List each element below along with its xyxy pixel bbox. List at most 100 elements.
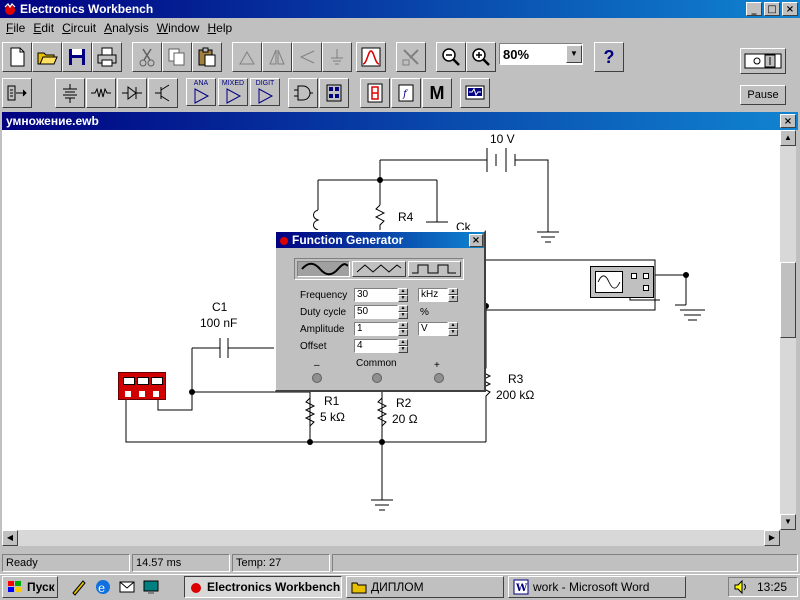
- component-properties-button[interactable]: [322, 42, 352, 72]
- zoom-select[interactable]: 80% ▼: [499, 43, 583, 65]
- triangle-wave-button[interactable]: [352, 261, 406, 277]
- function-generator-window[interactable]: Function Generator × Frequency 30 ▲▼ kHz…: [274, 230, 486, 392]
- close-button[interactable]: ×: [782, 2, 798, 16]
- miscellaneous-button[interactable]: M: [422, 78, 452, 108]
- function-generator-icon: [278, 234, 290, 246]
- taskbar-word[interactable]: W work - Microsoft Word: [508, 576, 686, 598]
- triangle-wave-icon: [356, 264, 402, 273]
- open-folder-icon: [37, 52, 58, 65]
- internet-explorer-icon[interactable]: e: [94, 578, 112, 596]
- save-button[interactable]: [62, 42, 92, 72]
- desktop-icon[interactable]: [142, 578, 160, 596]
- misc-m-icon: M: [429, 82, 445, 103]
- mixed-ics-button[interactable]: MIXED: [218, 78, 248, 106]
- floppy-disk-icon: [69, 49, 85, 65]
- logic-gate-icon: [294, 85, 313, 101]
- help-button[interactable]: ?: [594, 42, 624, 72]
- scroll-up-button[interactable]: ▲: [780, 130, 796, 146]
- speaker-icon[interactable]: [733, 579, 749, 595]
- sine-wave-button[interactable]: [297, 261, 351, 277]
- analysis-graphs-button[interactable]: [356, 42, 386, 72]
- square-wave-button[interactable]: [407, 261, 461, 277]
- multimeter[interactable]: [118, 372, 166, 400]
- duty-cycle-input[interactable]: 50: [354, 305, 398, 319]
- paste-button[interactable]: [192, 42, 222, 72]
- sources-button[interactable]: [55, 78, 85, 108]
- power-switch[interactable]: [740, 48, 786, 74]
- square-wave-icon: [412, 264, 457, 274]
- taskbar-diplom[interactable]: ДИПЛОМ: [346, 576, 504, 598]
- open-button[interactable]: [32, 42, 62, 72]
- pen-icon[interactable]: [70, 578, 88, 596]
- folder-icon: [351, 582, 367, 594]
- scroll-right-button[interactable]: ▶: [764, 530, 780, 546]
- flip-vertical-button[interactable]: [292, 42, 322, 72]
- circuit-window-close-button[interactable]: ×: [780, 114, 796, 128]
- taskbar-word-label: work - Microsoft Word: [533, 580, 650, 594]
- minimize-button[interactable]: _: [746, 2, 762, 16]
- zoom-out-button[interactable]: [436, 42, 466, 72]
- copy-button[interactable]: [162, 42, 192, 72]
- vertical-scrollbar[interactable]: ▲ ▼: [780, 130, 796, 530]
- menu-help[interactable]: Help: [207, 21, 233, 35]
- rotate-button[interactable]: [232, 42, 262, 72]
- circuit-window-title: умножение.ewb: [6, 114, 99, 128]
- instruments-button[interactable]: [460, 78, 490, 108]
- amplitude-unit-stepper[interactable]: ▲▼: [448, 322, 458, 336]
- transistors-button[interactable]: [148, 78, 178, 108]
- outlook-express-icon[interactable]: [118, 578, 136, 596]
- basic-button[interactable]: [86, 78, 116, 108]
- scroll-down-button[interactable]: ▼: [780, 514, 796, 530]
- maximize-button[interactable]: □: [764, 2, 780, 16]
- pause-button[interactable]: Pause: [740, 85, 786, 105]
- menu-window[interactable]: Window: [156, 21, 200, 35]
- subcircuit-button[interactable]: [396, 42, 426, 72]
- print-button[interactable]: [92, 42, 122, 72]
- diodes-button[interactable]: [117, 78, 147, 108]
- chevron-down-icon[interactable]: ▼: [566, 45, 582, 63]
- indicators-button[interactable]: [360, 78, 390, 108]
- zoom-in-button[interactable]: [466, 42, 496, 72]
- flip-horizontal-button[interactable]: [262, 42, 292, 72]
- menu-circuit[interactable]: Circuit: [62, 21, 97, 35]
- function-block-icon: f: [398, 84, 414, 102]
- function-generator-close-button[interactable]: ×: [469, 233, 483, 247]
- frequency-unit-stepper[interactable]: ▲▼: [448, 288, 458, 302]
- scissors-icon: [139, 48, 155, 67]
- quick-launch: e: [70, 578, 170, 596]
- frequency-unit-input[interactable]: kHz: [418, 288, 448, 302]
- duty-cycle-stepper[interactable]: ▲▼: [398, 305, 408, 319]
- new-button[interactable]: [2, 42, 32, 72]
- frequency-stepper[interactable]: ▲▼: [398, 288, 408, 302]
- amplitude-unit-input[interactable]: V: [418, 322, 448, 336]
- amplitude-input[interactable]: 1: [354, 322, 398, 336]
- common-terminal[interactable]: [372, 373, 382, 383]
- offset-input[interactable]: 4: [354, 339, 398, 353]
- logic-gates-button[interactable]: [288, 78, 318, 108]
- vertical-scroll-thumb[interactable]: [780, 262, 796, 338]
- menu-analysis[interactable]: Analysis: [104, 21, 149, 35]
- scroll-left-button[interactable]: ◀: [2, 530, 18, 546]
- digital-button[interactable]: [319, 78, 349, 108]
- amplitude-stepper[interactable]: ▲▼: [398, 322, 408, 336]
- taskbar-electronics-workbench[interactable]: Electronics Workbench: [184, 576, 342, 598]
- minus-terminal[interactable]: [312, 373, 322, 383]
- horizontal-scrollbar[interactable]: ◀ ▶: [2, 530, 780, 546]
- app-icon[interactable]: [3, 2, 17, 16]
- oscilloscope[interactable]: [590, 266, 654, 298]
- r4-label: R4: [398, 210, 414, 224]
- oscilloscope-wave-icon: [597, 275, 621, 289]
- plus-terminal[interactable]: [434, 373, 444, 383]
- waveform-selector: [294, 258, 464, 280]
- parts-bin-button[interactable]: [2, 78, 32, 108]
- menu-edit[interactable]: Edit: [33, 21, 55, 35]
- start-button[interactable]: Пуск: [2, 576, 58, 598]
- digital-ics-button[interactable]: DIGIT: [250, 78, 280, 106]
- menu-file[interactable]: File: [6, 21, 26, 35]
- cut-button[interactable]: [132, 42, 162, 72]
- offset-stepper[interactable]: ▲▼: [398, 339, 408, 353]
- controls-button[interactable]: f: [391, 78, 421, 108]
- c1-value: 100 nF: [200, 316, 238, 330]
- analog-ics-button[interactable]: ANA: [186, 78, 216, 106]
- frequency-input[interactable]: 30: [354, 288, 398, 302]
